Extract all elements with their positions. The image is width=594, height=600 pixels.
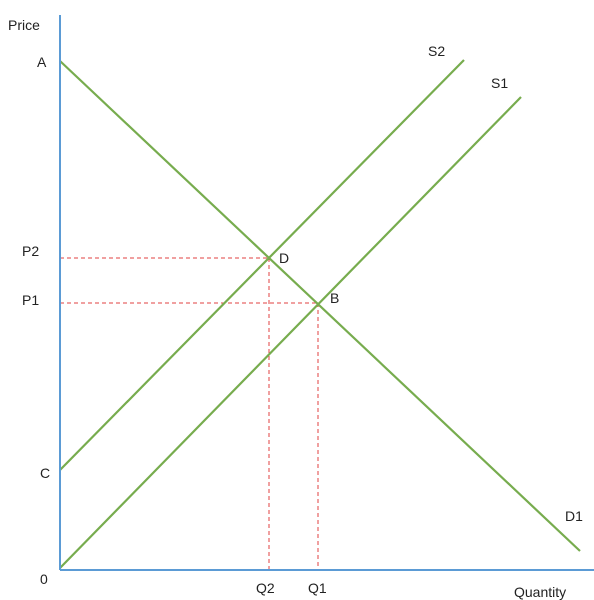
y-tick-p2: P2: [22, 243, 39, 259]
x-axis-label: Quantity: [514, 584, 566, 600]
supply-curve-s2: [59, 59, 465, 471]
x-tick-q2: Q2: [256, 580, 275, 596]
demand-curve-d1: [59, 60, 581, 552]
curve-label-s2: S2: [428, 43, 445, 59]
y-tick-p1: P1: [22, 292, 39, 308]
curve-label-s1: S1: [491, 75, 508, 91]
supply-curve-s1: [59, 96, 522, 569]
point-label-d: D: [279, 250, 289, 266]
y-axis-label: Price: [8, 17, 40, 33]
y-tick-a: A: [37, 54, 47, 70]
x-tick-q1: Q1: [308, 580, 327, 596]
point-label-b: B: [330, 290, 339, 306]
curve-label-d1: D1: [565, 508, 583, 524]
origin-label: 0: [40, 571, 48, 587]
y-tick-c: C: [40, 465, 50, 481]
